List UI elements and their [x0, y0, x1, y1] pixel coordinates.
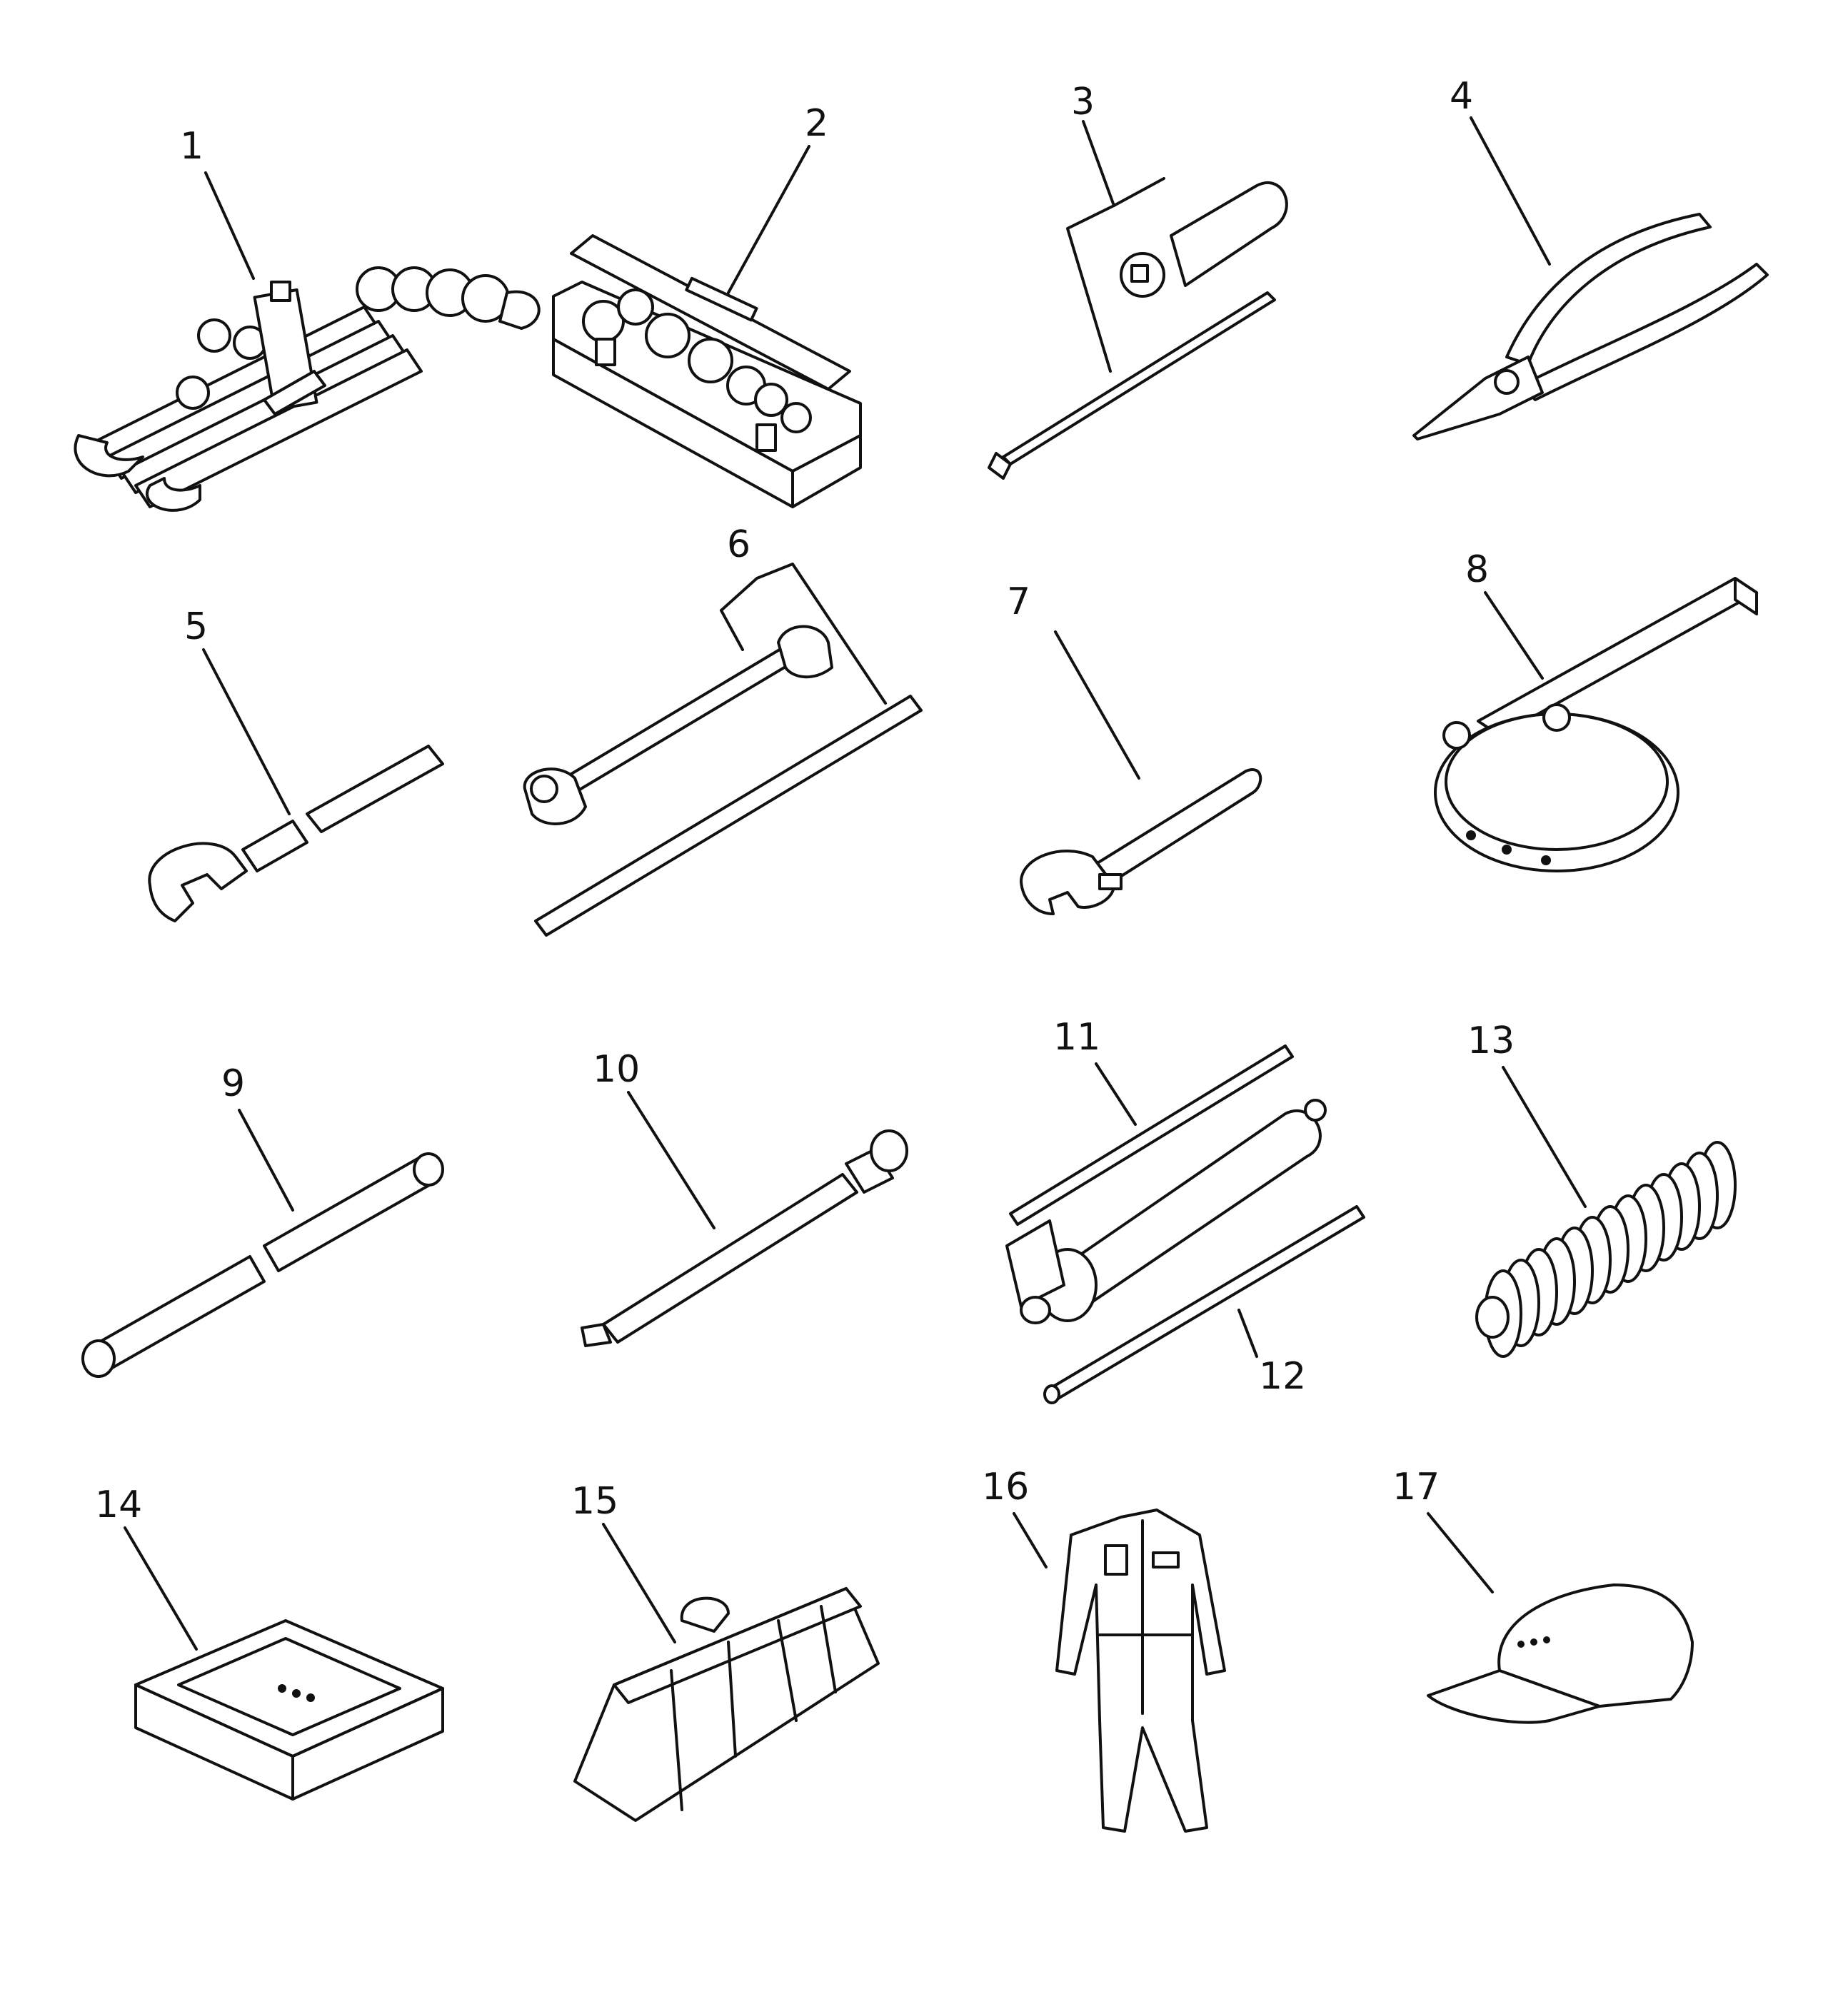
leader-line-5 — [202, 648, 291, 815]
leader-line-16 — [1013, 1512, 1048, 1568]
item-7-adjustable-wrench: 7 — [1007, 580, 1262, 915]
callout-label-4: 4 — [1450, 75, 1473, 118]
item-15-tool-bag: 15 — [571, 1480, 880, 1822]
callout-label-10: 10 — [593, 1048, 640, 1091]
leader-line-14 — [124, 1526, 198, 1651]
item-16-coveralls: 16 — [982, 1466, 1226, 1833]
item-3-screwdriver-set: 3 — [988, 81, 1288, 480]
screwdriver-bit — [1002, 291, 1276, 465]
leader-line-6 — [720, 563, 887, 705]
item-17-cap: 17 — [1392, 1466, 1694, 1724]
item-12-nozzle-pipe: 12 — [1043, 1205, 1365, 1404]
leader-line-1 — [204, 171, 255, 280]
callout-label-8: 8 — [1465, 548, 1489, 591]
callout-label-14: 14 — [95, 1484, 142, 1526]
item-2-socket-case: 2 — [552, 102, 862, 508]
callout-label-2: 2 — [805, 102, 828, 145]
callout-label-12: 12 — [1259, 1355, 1306, 1398]
callout-label-15: 15 — [571, 1480, 618, 1523]
callout-label-7: 7 — [1007, 580, 1030, 623]
item-6-box-wrench: 6 — [523, 523, 923, 937]
callout-label-9: 9 — [221, 1062, 245, 1105]
leader-line-13 — [1502, 1066, 1587, 1208]
item-13-grease-coil: 13 — [1467, 1019, 1737, 1358]
callout-label-6: 6 — [727, 523, 750, 566]
leader-line-7 — [1054, 630, 1140, 780]
item-10-pry-bar: 10 — [581, 1048, 908, 1347]
callout-label-13: 13 — [1467, 1019, 1515, 1062]
callout-label-17: 17 — [1392, 1466, 1440, 1509]
item-9-extension-pipe: 9 — [81, 1062, 444, 1378]
callout-label-16: 16 — [982, 1466, 1029, 1509]
leader-line-2 — [727, 145, 810, 294]
bracket-line-3 — [1066, 204, 1115, 373]
leader-line-8 — [1484, 591, 1544, 680]
leader-line-12 — [1237, 1309, 1258, 1358]
callout-label-1: 1 — [180, 125, 204, 168]
leader-line-3 — [1082, 120, 1115, 207]
item-1-wrench-set: 1 — [74, 125, 541, 512]
leader-line-9 — [238, 1109, 294, 1212]
leader-line-17 — [1427, 1512, 1494, 1593]
leader-line-10 — [627, 1091, 715, 1229]
leader-line-15 — [602, 1523, 676, 1643]
item-11-grease-gun: 11 — [1005, 1016, 1327, 1324]
leader-line-11 — [1095, 1062, 1137, 1126]
item-4-pliers: 4 — [1412, 75, 1769, 440]
sliding-bar — [534, 695, 923, 937]
screwdriver-handle — [1170, 181, 1288, 287]
item-5-spanner: 5 — [148, 605, 444, 922]
item-8-filter-wrench: 8 — [1434, 548, 1758, 872]
leader-line-4 — [1470, 116, 1551, 266]
callout-label-3: 3 — [1071, 81, 1095, 124]
item-14-manual-case: 14 — [95, 1484, 444, 1801]
callout-label-5: 5 — [184, 605, 208, 648]
callout-label-11: 11 — [1053, 1016, 1100, 1059]
